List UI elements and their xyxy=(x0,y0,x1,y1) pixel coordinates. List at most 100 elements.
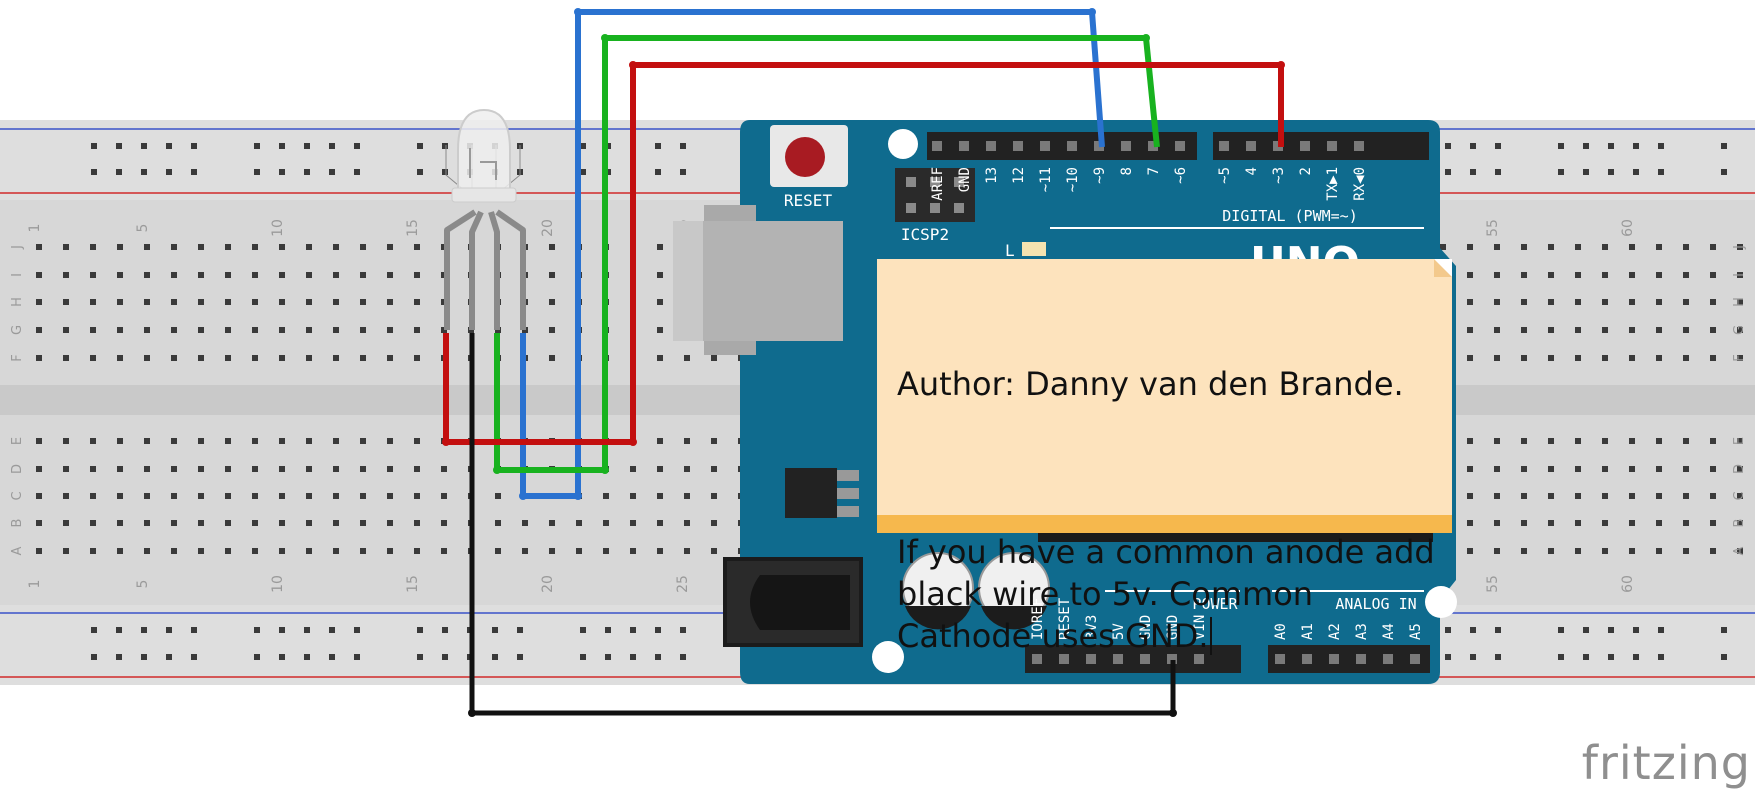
rail-hole[interactable] xyxy=(1495,627,1501,633)
power-pin[interactable] xyxy=(1059,654,1069,664)
rail-hole[interactable] xyxy=(166,627,172,633)
rail-hole[interactable] xyxy=(191,143,197,149)
rail-hole[interactable] xyxy=(1633,627,1639,633)
breadboard-hole[interactable] xyxy=(1629,466,1635,472)
breadboard-hole[interactable] xyxy=(387,466,393,472)
breadboard-hole[interactable] xyxy=(1737,520,1743,526)
breadboard-hole[interactable] xyxy=(414,244,420,250)
breadboard-hole[interactable] xyxy=(333,299,339,305)
breadboard-hole[interactable] xyxy=(1467,244,1473,250)
rail-hole[interactable] xyxy=(680,627,686,633)
breadboard-hole[interactable] xyxy=(198,493,204,499)
rail-hole[interactable] xyxy=(517,627,523,633)
breadboard-hole[interactable] xyxy=(1575,548,1581,554)
breadboard-hole[interactable] xyxy=(1602,520,1608,526)
breadboard-hole[interactable] xyxy=(1548,438,1554,444)
breadboard-hole[interactable] xyxy=(1710,299,1716,305)
breadboard-hole[interactable] xyxy=(333,493,339,499)
breadboard-hole[interactable] xyxy=(1575,438,1581,444)
rail-hole[interactable] xyxy=(1658,627,1664,633)
breadboard-hole[interactable] xyxy=(1629,299,1635,305)
breadboard-hole[interactable] xyxy=(549,355,555,361)
breadboard-hole[interactable] xyxy=(360,355,366,361)
breadboard-hole[interactable] xyxy=(1656,355,1662,361)
rail-hole[interactable] xyxy=(1470,627,1476,633)
breadboard-hole[interactable] xyxy=(1602,548,1608,554)
breadboard-hole[interactable] xyxy=(36,355,42,361)
breadboard-hole[interactable] xyxy=(1575,355,1581,361)
breadboard-hole[interactable] xyxy=(1467,466,1473,472)
breadboard-hole[interactable] xyxy=(252,493,258,499)
breadboard-hole[interactable] xyxy=(1494,327,1500,333)
breadboard-hole[interactable] xyxy=(333,355,339,361)
breadboard-hole[interactable] xyxy=(36,493,42,499)
breadboard-hole[interactable] xyxy=(1494,438,1500,444)
breadboard-hole[interactable] xyxy=(1548,493,1554,499)
rail-hole[interactable] xyxy=(417,169,423,175)
rail-hole[interactable] xyxy=(279,169,285,175)
breadboard-hole[interactable] xyxy=(279,272,285,278)
breadboard-hole[interactable] xyxy=(1467,493,1473,499)
breadboard-hole[interactable] xyxy=(63,299,69,305)
breadboard-hole[interactable] xyxy=(360,327,366,333)
breadboard-hole[interactable] xyxy=(306,327,312,333)
breadboard-hole[interactable] xyxy=(1629,520,1635,526)
breadboard-hole[interactable] xyxy=(1710,355,1716,361)
breadboard-hole[interactable] xyxy=(144,272,150,278)
rail-hole[interactable] xyxy=(91,627,97,633)
breadboard-hole[interactable] xyxy=(387,272,393,278)
rail-hole[interactable] xyxy=(605,654,611,660)
digital-pin[interactable] xyxy=(1354,141,1364,151)
breadboard-hole[interactable] xyxy=(333,272,339,278)
breadboard-hole[interactable] xyxy=(1683,466,1689,472)
digital-pin[interactable] xyxy=(1219,141,1229,151)
rail-hole[interactable] xyxy=(492,627,498,633)
rail-hole[interactable] xyxy=(166,143,172,149)
breadboard-hole[interactable] xyxy=(1683,272,1689,278)
breadboard-hole[interactable] xyxy=(63,520,69,526)
breadboard-hole[interactable] xyxy=(1710,466,1716,472)
breadboard-hole[interactable] xyxy=(1737,327,1743,333)
breadboard-hole[interactable] xyxy=(279,548,285,554)
breadboard-hole[interactable] xyxy=(1575,466,1581,472)
breadboard-hole[interactable] xyxy=(1656,548,1662,554)
breadboard-hole[interactable] xyxy=(1494,520,1500,526)
breadboard-hole[interactable] xyxy=(279,327,285,333)
rail-hole[interactable] xyxy=(1495,169,1501,175)
breadboard-hole[interactable] xyxy=(90,493,96,499)
breadboard-hole[interactable] xyxy=(225,548,231,554)
breadboard-hole[interactable] xyxy=(1710,520,1716,526)
breadboard-hole[interactable] xyxy=(1629,548,1635,554)
breadboard-hole[interactable] xyxy=(1548,355,1554,361)
rail-hole[interactable] xyxy=(304,143,310,149)
rail-hole[interactable] xyxy=(1558,654,1564,660)
breadboard-hole[interactable] xyxy=(117,355,123,361)
rail-hole[interactable] xyxy=(166,654,172,660)
breadboard-hole[interactable] xyxy=(1575,520,1581,526)
breadboard-hole[interactable] xyxy=(684,548,690,554)
note-text[interactable]: Author: Danny van den Brande. If you hav… xyxy=(897,279,1452,741)
breadboard-hole[interactable] xyxy=(1683,299,1689,305)
breadboard-hole[interactable] xyxy=(1683,493,1689,499)
breadboard-hole[interactable] xyxy=(333,466,339,472)
breadboard-hole[interactable] xyxy=(306,493,312,499)
digital-pin[interactable] xyxy=(1300,141,1310,151)
breadboard-hole[interactable] xyxy=(144,438,150,444)
breadboard-hole[interactable] xyxy=(117,299,123,305)
breadboard-hole[interactable] xyxy=(414,548,420,554)
digital-pin[interactable] xyxy=(1040,141,1050,151)
rail-hole[interactable] xyxy=(417,627,423,633)
rail-hole[interactable] xyxy=(1445,627,1451,633)
analog-pin[interactable] xyxy=(1275,654,1285,664)
breadboard-hole[interactable] xyxy=(63,355,69,361)
breadboard-hole[interactable] xyxy=(1602,355,1608,361)
rail-hole[interactable] xyxy=(254,169,260,175)
breadboard-hole[interactable] xyxy=(1737,438,1743,444)
breadboard-hole[interactable] xyxy=(603,548,609,554)
digital-pin[interactable] xyxy=(1148,141,1158,151)
breadboard-hole[interactable] xyxy=(1548,327,1554,333)
breadboard-hole[interactable] xyxy=(279,520,285,526)
breadboard-hole[interactable] xyxy=(1467,548,1473,554)
breadboard-hole[interactable] xyxy=(1521,244,1527,250)
breadboard-hole[interactable] xyxy=(1656,272,1662,278)
